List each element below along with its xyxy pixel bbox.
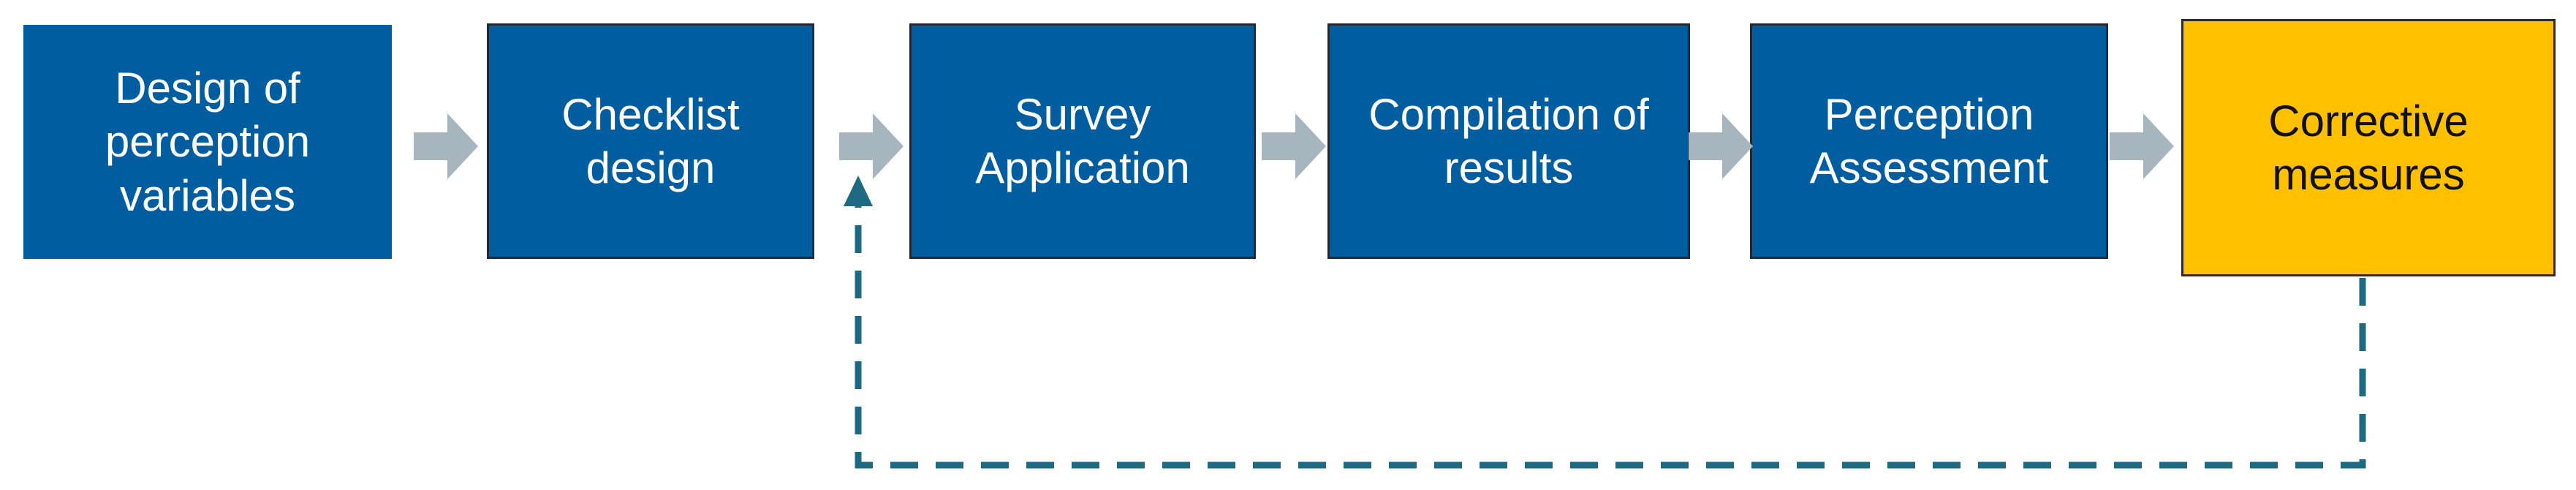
step-label: Survey Application	[975, 89, 1190, 192]
flow-arrow-5	[2110, 113, 2174, 179]
feedback-arrowhead	[844, 176, 873, 206]
flow-arrow-2	[839, 113, 904, 179]
step-corrective-measures: Corrective measures	[2181, 19, 2556, 276]
step-compilation-of-results: Compilation of results	[1327, 23, 1690, 259]
feedback-dashed-line	[855, 206, 2366, 469]
step-label: Checklist design	[561, 89, 740, 192]
step-perception-assessment: Perception Assessment	[1750, 23, 2108, 259]
flow-arrow-1	[414, 113, 478, 179]
step-checklist-design: Checklist design	[487, 23, 814, 259]
step-label: Perception Assessment	[1809, 89, 2049, 192]
flow-arrow-4	[1689, 113, 1753, 179]
flow-arrow-3	[1262, 113, 1326, 179]
step-label: Design of perception variables	[105, 64, 311, 220]
step-label: Compilation of results	[1368, 89, 1649, 192]
step-survey-application: Survey Application	[909, 23, 1256, 259]
step-design-of-perception-variables: Design of perception variables	[23, 25, 392, 259]
step-label: Corrective measures	[2268, 96, 2469, 199]
